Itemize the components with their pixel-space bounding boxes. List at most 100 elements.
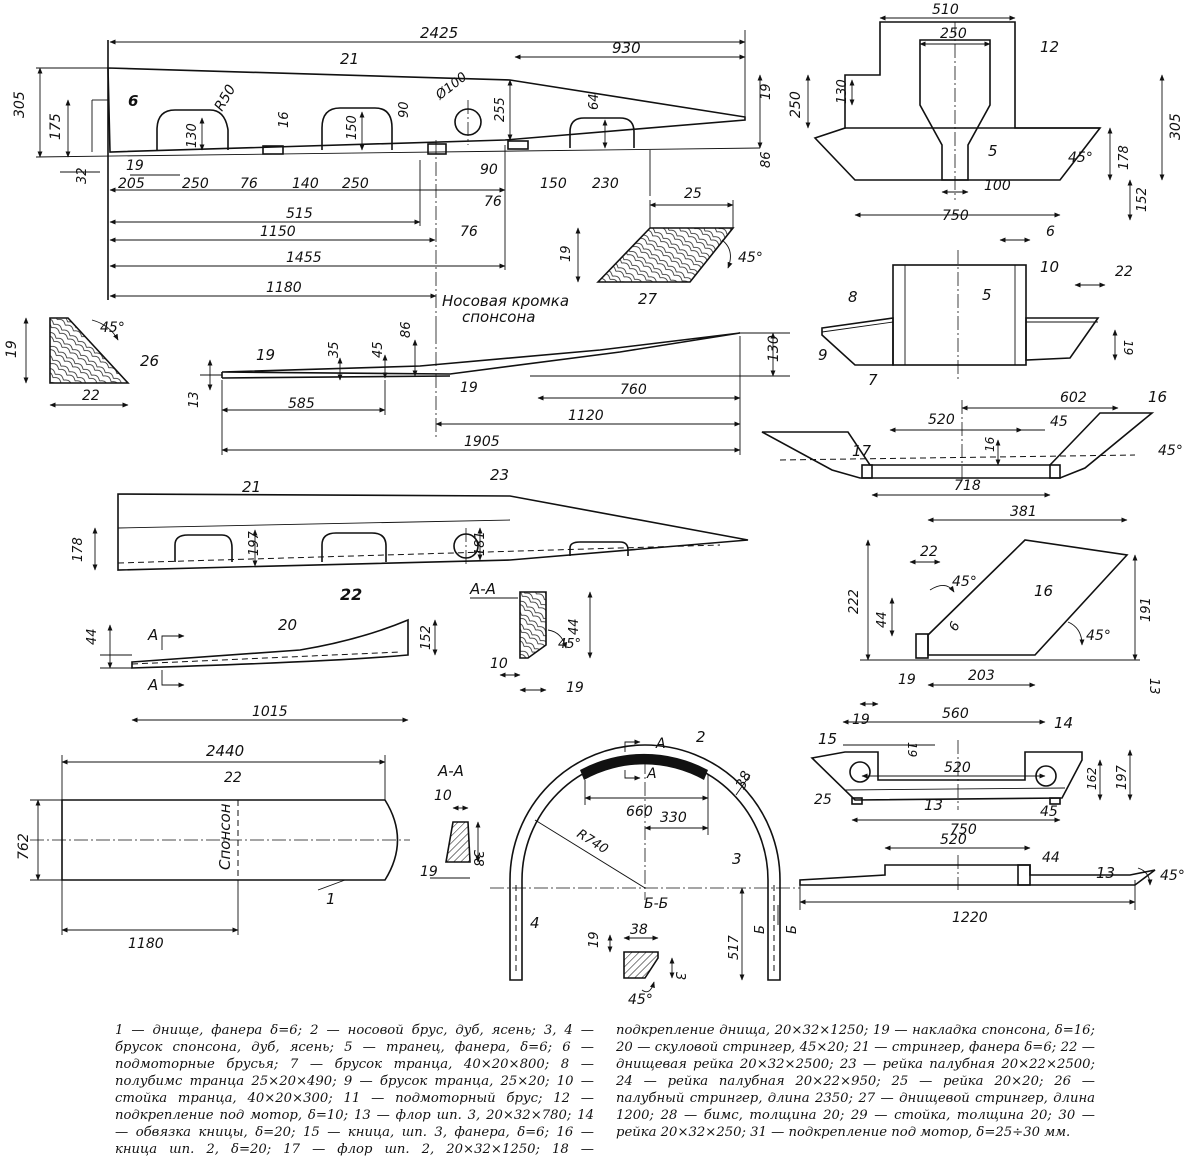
dim-1220: 1220	[952, 910, 988, 926]
dim-45-r2: 45°	[1158, 443, 1183, 459]
dim-19-mid: 19	[460, 380, 478, 396]
dim-35: 35	[327, 341, 342, 358]
dim-45-mid: 45	[371, 341, 386, 358]
section-a-mark: А	[655, 736, 666, 752]
dim-305: 305	[12, 91, 28, 118]
part-16-label-b: 16	[1034, 582, 1053, 600]
dim-44-aa: 44	[567, 618, 582, 635]
dim-25-b: 25	[814, 792, 832, 808]
dim-86-mid: 86	[399, 321, 414, 338]
dim-76c: 76	[460, 224, 478, 240]
dim-140: 140	[292, 176, 319, 192]
dim-305-top: 305	[1168, 113, 1184, 140]
dim-381: 381	[1010, 504, 1037, 520]
dim-152-s: 152	[419, 625, 434, 650]
dim-19-d: 19	[587, 931, 602, 948]
dim-560: 560	[942, 706, 969, 722]
section-b-b-label: Б-Б	[644, 896, 668, 912]
dim-230: 230	[592, 176, 619, 192]
section-a-a-upper: А-А 44 45° 10 19	[469, 580, 593, 696]
dim-r50: R50	[212, 82, 240, 114]
dim-44-s: 44	[85, 628, 100, 645]
part-14-label: 14	[1054, 714, 1073, 732]
dim-45-top: 45°	[1068, 150, 1093, 166]
dim-181: 181	[473, 531, 488, 556]
dim-45-k: 45°	[952, 574, 977, 590]
bow-edge-label-2: спонсона	[462, 308, 535, 326]
dim-19-b: 19	[4, 340, 20, 358]
section-a-a-lower: А-А 10 38 19	[420, 762, 485, 880]
dim-22-b: 22	[82, 388, 100, 404]
dim-191: 191	[1139, 597, 1154, 622]
part-27-label: 27	[638, 290, 658, 308]
dim-250-top: 250	[940, 26, 967, 42]
part-8-label: 8	[848, 288, 858, 306]
dim-19-f: 19	[905, 742, 919, 757]
dim-762: 762	[16, 833, 32, 860]
part-23-label: 23	[490, 466, 509, 484]
part-19-label: 19	[256, 346, 275, 364]
dim-16: 16	[277, 111, 292, 128]
dim-510: 510	[932, 2, 959, 18]
dim-520c: 520	[940, 832, 967, 848]
dim-90h: 90	[480, 162, 498, 178]
sponson-overlay-view: 86 35 45 13 19 585 19 130 760 1120 1905	[187, 321, 790, 455]
dim-718: 718	[954, 478, 981, 494]
part-17-label: 17	[852, 442, 872, 460]
dim-255: 255	[493, 97, 508, 122]
dim-1015: 1015	[252, 704, 288, 720]
dim-330: 330	[660, 810, 687, 826]
transom-front-view: 510 250 12 250 130 305 5 45° 178 100 750…	[788, 2, 1184, 224]
dim-520a: 520	[928, 412, 955, 428]
dim-1120: 1120	[568, 408, 604, 424]
dim-150b: 150	[540, 176, 567, 192]
part-4-label: 4	[530, 914, 540, 932]
part-13-label: 13	[924, 796, 943, 814]
dim-86: 86	[759, 151, 774, 168]
dim-2440: 2440	[206, 742, 244, 760]
dim-44-c: 44	[1042, 850, 1060, 866]
dim-76b: 76	[484, 194, 502, 210]
part-1-label: 1	[326, 890, 336, 908]
part-5-label-b: 5	[982, 286, 992, 304]
dim-203: 203	[968, 668, 995, 684]
dim-45-aa: 45°	[558, 637, 581, 652]
dim-250-side: 250	[788, 91, 804, 118]
sponson-label: Спонсон	[216, 803, 234, 870]
section-a-label: A	[147, 626, 158, 644]
part-21-label: 21	[340, 50, 359, 68]
dim-520b: 520	[944, 760, 971, 776]
dim-13-k: 13	[1146, 678, 1161, 695]
dim-750: 750	[942, 208, 969, 224]
part-10-label: 10	[1040, 258, 1059, 276]
floor-13-side-view: 520 44 13 45° 1220	[799, 832, 1185, 926]
dim-930: 930	[612, 39, 641, 57]
dim-197: 197	[247, 530, 262, 556]
part-12-label: 12	[1040, 38, 1059, 56]
dim-178: 178	[71, 537, 86, 562]
dim-19-c: 19	[420, 864, 438, 880]
dim-517: 517	[727, 934, 742, 960]
dim-205: 205	[118, 176, 145, 192]
dim-19-sec: 19	[559, 245, 574, 262]
dim-1180: 1180	[266, 280, 302, 296]
dim-16-r: 16	[983, 436, 997, 452]
dim-38-a: 38	[733, 769, 755, 792]
section-a-mark-2: А	[646, 766, 657, 782]
dim-76a: 76	[240, 176, 258, 192]
part-16-label: 16	[1148, 388, 1167, 406]
dim-10-aa: 10	[490, 656, 508, 672]
dim-1180-p: 1180	[128, 936, 164, 952]
dim-13: 13	[187, 391, 202, 408]
transom-side-view: 6 22 10 5 8 9 7 19	[818, 224, 1135, 389]
dim-1150: 1150	[260, 224, 296, 240]
dim-660: 660	[626, 804, 653, 820]
part-19-label-k: 19	[898, 672, 916, 688]
section-a-a-title: А-А	[469, 580, 496, 598]
dim-45-b: 45°	[100, 320, 125, 336]
bow-edge-label: Носовая кромка	[442, 292, 569, 310]
stringer-assembly-view: 21 23 178 197 181 22	[71, 466, 749, 604]
floor-17-view: 602 16 520 45 16 45° 17 718	[761, 388, 1183, 498]
dim-19-r: 19	[1121, 340, 1135, 355]
